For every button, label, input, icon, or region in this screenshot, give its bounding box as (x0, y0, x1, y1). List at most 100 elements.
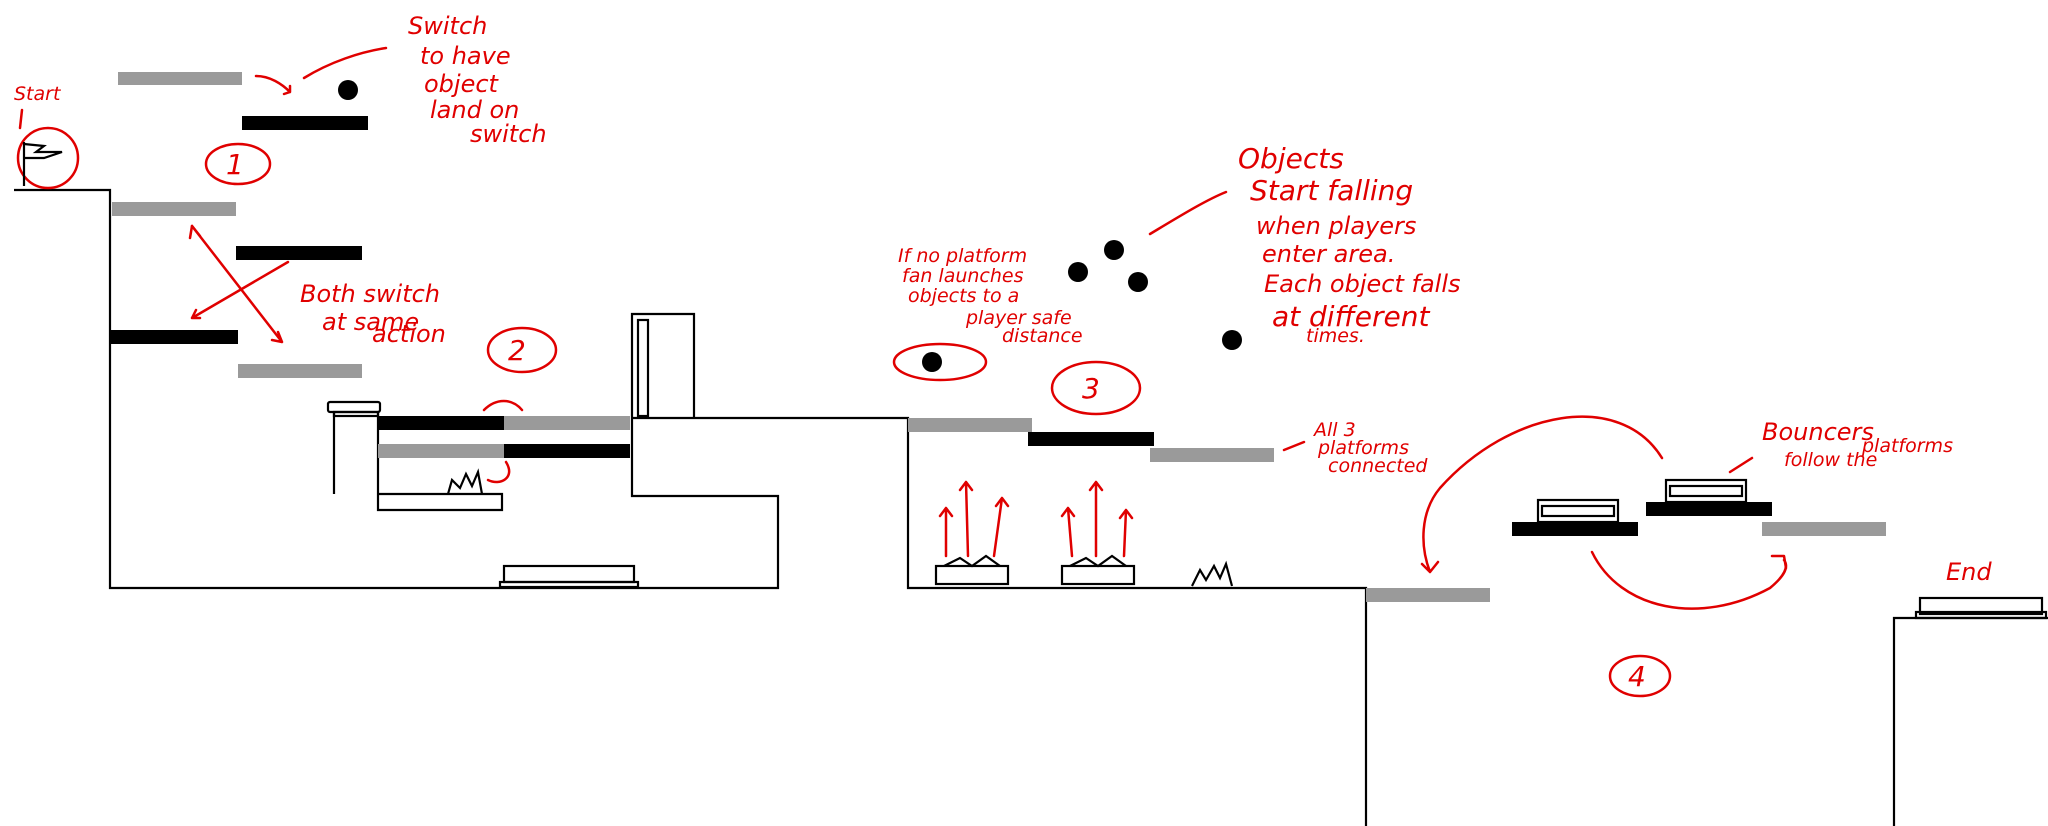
section-4-circle (1608, 654, 1672, 698)
terrain-end-block (1892, 616, 2048, 826)
platform-gray (118, 72, 242, 85)
note-line: objects to a (908, 285, 1019, 307)
platform-black (1028, 432, 1154, 446)
note-pointer (1282, 440, 1306, 452)
platform-black (1512, 522, 1638, 536)
platform-black (378, 416, 504, 430)
swap-arrow (190, 260, 290, 320)
section-3: 3 If no platform fan launches objects to… (892, 142, 1461, 587)
falling-object (922, 352, 942, 372)
platform-gray (504, 416, 630, 430)
platform-black (236, 246, 362, 260)
pipe-cap (326, 400, 382, 414)
flag-icon (23, 142, 63, 160)
fan-arrow (1118, 508, 1134, 558)
note-line: object (424, 70, 500, 98)
note-line: Objects (1238, 142, 1344, 175)
section-number: 2 (508, 334, 526, 367)
section-2: 2 (378, 326, 640, 589)
fan-blades (943, 554, 1001, 568)
fan-icon (934, 564, 1010, 586)
section-1-circle (204, 142, 272, 186)
bounce-arrow (1420, 415, 1664, 574)
end-goal: End (1914, 558, 2048, 620)
falling-object (1104, 240, 1124, 260)
note-line: switch (470, 120, 547, 148)
note-line: If no platform (898, 245, 1027, 267)
platform-gray (1150, 448, 1274, 462)
bouncer-pad (1668, 484, 1744, 498)
arrow-head (188, 224, 202, 240)
start-flag: Start (14, 83, 80, 190)
swap-arrow (254, 74, 292, 96)
bouncer-pad (1540, 504, 1616, 518)
platform-black (1646, 502, 1772, 516)
terrain-mid-block (632, 416, 1368, 826)
platform-gray (378, 444, 504, 458)
spikes-icon (1191, 560, 1234, 587)
section-3-circle (1050, 360, 1142, 416)
note-line: at same (322, 308, 419, 336)
start-circle (16, 126, 80, 190)
note-line: Each object falls (1264, 270, 1461, 298)
chamber-walls (332, 412, 504, 512)
platform-black (504, 444, 630, 458)
bounce-pad-base (498, 580, 640, 589)
note-line: at different (1272, 300, 1431, 333)
bounce-arrow (1590, 550, 1788, 610)
bouncer (1664, 478, 1748, 504)
section-number: 3 (1082, 372, 1100, 405)
bounce-pad (502, 564, 636, 584)
platform-black (242, 116, 368, 130)
platform-gray (238, 364, 362, 378)
note-line: player safe (965, 307, 1072, 329)
label-start: Start (14, 83, 62, 105)
note-line: platforms (1861, 435, 1953, 457)
end-pad (1918, 596, 2044, 616)
fan-arrow (938, 506, 954, 558)
note-line: Bouncers (1762, 418, 1874, 446)
section-number: 4 (1628, 660, 1646, 693)
spikes-icon (446, 468, 484, 495)
note-pointer (1148, 190, 1228, 236)
swap-arrow (486, 460, 511, 484)
note-line: fan launches (902, 265, 1024, 287)
falling-object (1128, 272, 1148, 292)
section-1: Switch to have object land on switch 1 B… (110, 12, 547, 378)
note-line: distance (1002, 325, 1083, 347)
note-line: action (372, 320, 446, 348)
falling-object (338, 80, 358, 100)
note-line: to have (420, 42, 511, 70)
terrain-left-block (14, 188, 780, 590)
note-line: platforms (1317, 437, 1409, 459)
platform-gray (908, 418, 1032, 432)
section-2-circle (486, 326, 558, 374)
platform-gray (112, 202, 236, 216)
start-pointer (18, 108, 24, 130)
note-line: Switch (408, 12, 487, 40)
section-4: Bouncers follow the platforms 4 (1366, 415, 1953, 698)
note-line: connected (1328, 455, 1428, 477)
end-pad-base (1914, 610, 2048, 620)
note-line: when players (1256, 212, 1416, 240)
note-pointer (302, 46, 388, 80)
note-line: Start falling (1250, 174, 1413, 207)
terrain-pillar (630, 312, 696, 418)
note-line: Both switch (300, 280, 440, 308)
note-line: land on (430, 96, 519, 124)
note-line: All 3 (1312, 419, 1356, 441)
fan-arrow (1088, 480, 1104, 558)
pillar-inner-edge (636, 318, 650, 418)
platform-gray (1366, 588, 1490, 602)
object-circle (892, 342, 988, 382)
note-line: follow the (1784, 449, 1877, 471)
swap-arrow (482, 399, 524, 412)
bouncer (1536, 498, 1620, 524)
note-pointer (1728, 456, 1754, 474)
swap-arrow (190, 224, 284, 344)
fan-arrow (958, 480, 974, 558)
fan-arrow (1060, 506, 1076, 558)
section-number: 1 (226, 148, 244, 181)
